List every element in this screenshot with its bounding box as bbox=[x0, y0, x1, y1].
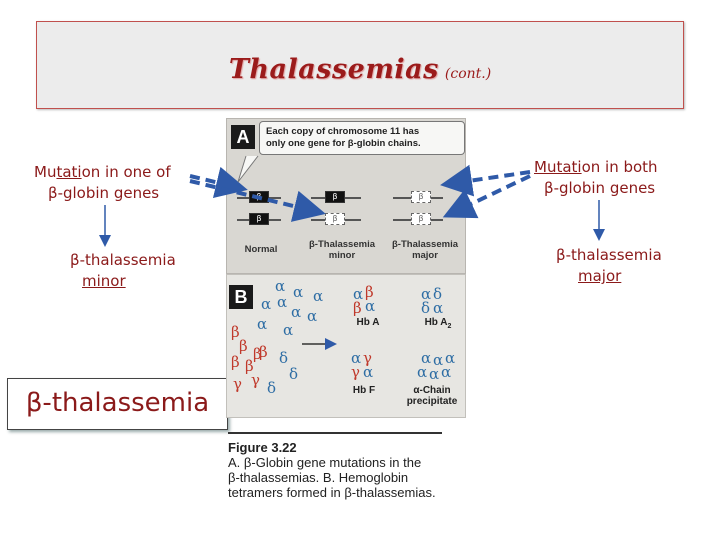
delta-chain: δ bbox=[279, 349, 289, 367]
precip-alpha: α bbox=[433, 351, 444, 369]
alpha-precipitate-label: α-Chain precipitate bbox=[397, 385, 467, 407]
caption-head: Figure 3.22 bbox=[228, 440, 297, 455]
col-label-minor-line2: minor bbox=[328, 250, 356, 261]
hba-beta: β bbox=[365, 283, 374, 301]
col-label-minor: β-Thalassemia minor bbox=[299, 239, 385, 261]
delta-chain: δ bbox=[289, 365, 299, 383]
col-label-major-line1: β-Thalassemia bbox=[392, 239, 458, 250]
arrow-left-to-minor bbox=[189, 179, 326, 222]
left-result-line1: β-thalassemia bbox=[70, 251, 176, 269]
gamma-chain: γ bbox=[251, 371, 260, 389]
right-mutation-underlined: Mutati bbox=[534, 158, 582, 176]
left-mutation-line: Mutation in one of bbox=[34, 162, 194, 183]
beta-chain: β bbox=[245, 357, 254, 375]
slide-title-cont: (cont.) bbox=[444, 66, 492, 82]
alpha-chain: α bbox=[293, 283, 304, 301]
panel-b-label: B bbox=[229, 285, 253, 309]
gamma-chain: γ bbox=[233, 375, 242, 393]
hbf-gamma: γ bbox=[351, 363, 360, 381]
right-result-line1: β-thalassemia bbox=[556, 246, 662, 264]
right-mutation-suffix: on in both bbox=[581, 158, 658, 176]
hba-beta: β bbox=[353, 299, 362, 317]
right-mutation-line: Mutation in both bbox=[534, 157, 704, 178]
left-mutation-suffix: on in one of bbox=[81, 163, 171, 181]
right-mutation-text: Mutation in both β-globin genes bbox=[534, 157, 704, 199]
hba-alpha: α bbox=[353, 285, 364, 303]
caption-line3: tetramers formed in β-thalassemias. bbox=[228, 485, 436, 500]
hba-alpha: α bbox=[365, 297, 376, 315]
right-result-text: β-thalassemia major bbox=[556, 245, 696, 287]
precip-alpha: α bbox=[421, 349, 432, 367]
hb-a-label: Hb A bbox=[356, 317, 380, 328]
arrow-right-to-major-2 bbox=[442, 174, 531, 219]
left-result-line2: minor bbox=[82, 272, 126, 290]
gene-normal-2: β bbox=[249, 213, 269, 225]
callout-pointer bbox=[237, 155, 259, 183]
caption-line1: A. β-Globin gene mutations in the bbox=[228, 455, 422, 470]
panel-a-callout: Each copy of chromosome 11 has only one … bbox=[259, 121, 465, 155]
hb-a2-sub: 2 bbox=[447, 323, 452, 330]
precip-alpha: α bbox=[441, 363, 452, 381]
hbf-alpha: α bbox=[351, 349, 362, 367]
precip-alpha: α bbox=[417, 363, 428, 381]
hbf-gamma: γ bbox=[363, 349, 372, 367]
col-label-major-line2: major bbox=[412, 250, 438, 261]
alpha-chain: α bbox=[261, 295, 272, 313]
col-label-normal-line1: Normal bbox=[244, 244, 278, 255]
callout-line2: only one gene for β-globin chains. bbox=[266, 138, 421, 149]
col-label-normal: Normal bbox=[241, 244, 281, 255]
precip-alpha: α bbox=[429, 365, 440, 383]
panel-b: B α α α α α α α α α β β β β β β γ γ δ δ … bbox=[226, 274, 466, 418]
alpha-chain: α bbox=[291, 303, 302, 321]
gene-major-2: β bbox=[411, 213, 431, 225]
beta-thalassemia-box: β-thalassemia bbox=[7, 378, 228, 430]
col-label-major: β-Thalassemia major bbox=[383, 239, 467, 261]
precip-line2: precipitate bbox=[406, 396, 458, 407]
figure-caption: Figure 3.22 A. β-Globin gene mutations i… bbox=[228, 440, 458, 500]
beta-chain: β bbox=[231, 323, 240, 341]
left-mutation-underlined: tati bbox=[56, 163, 82, 181]
beta-chain: β bbox=[231, 353, 240, 371]
title-box: Thalassemias (cont.) bbox=[36, 21, 684, 109]
panel-a-label: A bbox=[231, 125, 255, 149]
left-result-text: β-thalassemia minor bbox=[70, 250, 210, 292]
precip-alpha: α bbox=[445, 349, 456, 367]
gene-major-1: β bbox=[411, 191, 431, 203]
arrow-left-to-normal bbox=[189, 166, 248, 198]
alpha-chain: α bbox=[275, 277, 286, 295]
hba2-delta: δ bbox=[421, 299, 431, 317]
beta-chain: β bbox=[259, 343, 268, 361]
left-genes-line: β-globin genes bbox=[48, 184, 160, 202]
hba2-alpha: α bbox=[433, 299, 444, 317]
right-result-line2: major bbox=[578, 267, 622, 285]
left-mutation-text: Mutation in one of β-globin genes bbox=[34, 162, 194, 204]
beta-chain: β bbox=[253, 345, 262, 363]
beta-chain: β bbox=[239, 337, 248, 355]
hb-a2-text: Hb A bbox=[424, 317, 448, 328]
hbf-alpha: α bbox=[363, 363, 374, 381]
col-label-minor-line1: β-Thalassemia bbox=[309, 239, 375, 250]
left-mutation-prefix: Mu bbox=[34, 163, 57, 181]
delta-chain: δ bbox=[267, 379, 277, 397]
hba2-alpha: α bbox=[421, 285, 432, 303]
hb-a2-label: Hb A2 bbox=[413, 317, 463, 332]
slide-title: Thalassemias bbox=[228, 54, 439, 85]
hba2-delta: δ bbox=[433, 285, 443, 303]
alpha-chain: α bbox=[257, 315, 268, 333]
alpha-chain: α bbox=[277, 293, 288, 311]
right-genes-line: β-globin genes bbox=[544, 179, 656, 197]
caption-rule bbox=[228, 432, 442, 434]
precip-line1: α-Chain bbox=[413, 385, 451, 396]
callout-line1: Each copy of chromosome 11 has bbox=[266, 126, 420, 137]
alpha-chain: α bbox=[307, 307, 318, 325]
caption-line2: β-thalassemias. B. Hemoglobin bbox=[228, 470, 409, 485]
title-line: Thalassemias (cont.) bbox=[37, 54, 683, 85]
arrow-right-to-major-1 bbox=[440, 164, 531, 197]
alpha-chain: α bbox=[283, 321, 294, 339]
alpha-chain: α bbox=[313, 287, 324, 305]
hb-f-label: Hb F bbox=[352, 385, 376, 396]
